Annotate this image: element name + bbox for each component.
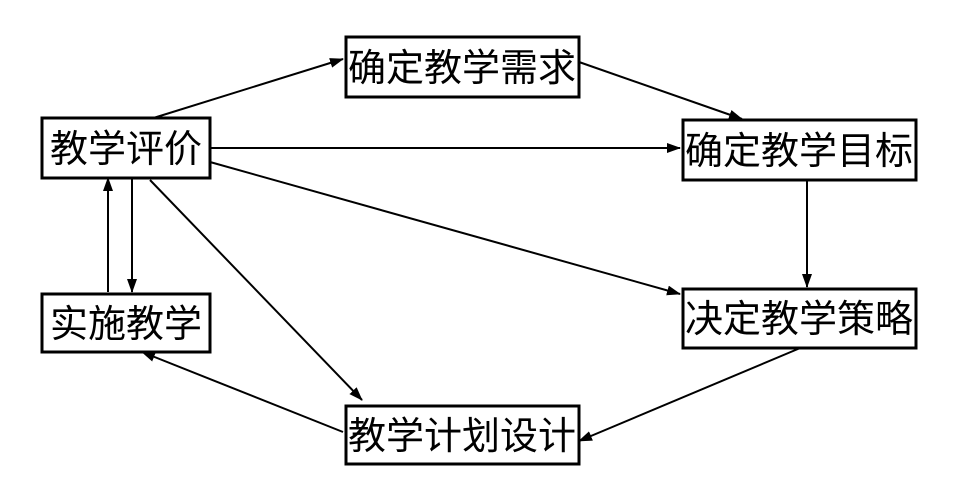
node-evaluation-label: 教学评价: [50, 127, 202, 171]
node-implement: 实施教学: [40, 292, 212, 354]
edge-plan-to-implement: [141, 351, 344, 433]
node-strategy-label: 决定教学策略: [685, 297, 913, 341]
edges-group: [103, 58, 812, 442]
node-needs: 确定教学需求: [344, 35, 581, 99]
node-plan: 教学计划设计: [344, 404, 581, 466]
edge-evaluation-to-plan: [149, 179, 363, 401]
node-evaluation-box: [40, 116, 212, 180]
node-implement-label: 实施教学: [50, 302, 202, 346]
node-implement-box: [40, 292, 212, 354]
node-goals-box: [681, 118, 918, 182]
node-goals: 确定教学目标: [681, 118, 918, 182]
node-strategy-box: [681, 287, 918, 350]
node-needs-label: 确定教学需求: [348, 46, 576, 90]
node-goals-label: 确定教学目标: [685, 129, 913, 173]
node-strategy: 决定教学策略: [681, 287, 918, 350]
edge-evaluation-to-strategy: [209, 161, 681, 296]
node-evaluation: 教学评价: [40, 116, 212, 180]
node-needs-box: [344, 35, 581, 99]
edge-needs-to-goals: [578, 61, 743, 120]
edge-strategy-to-plan: [578, 345, 806, 442]
node-plan-label: 教学计划设计: [348, 414, 576, 458]
edge-evaluation-to-needs: [146, 58, 344, 121]
node-plan-box: [344, 404, 581, 466]
